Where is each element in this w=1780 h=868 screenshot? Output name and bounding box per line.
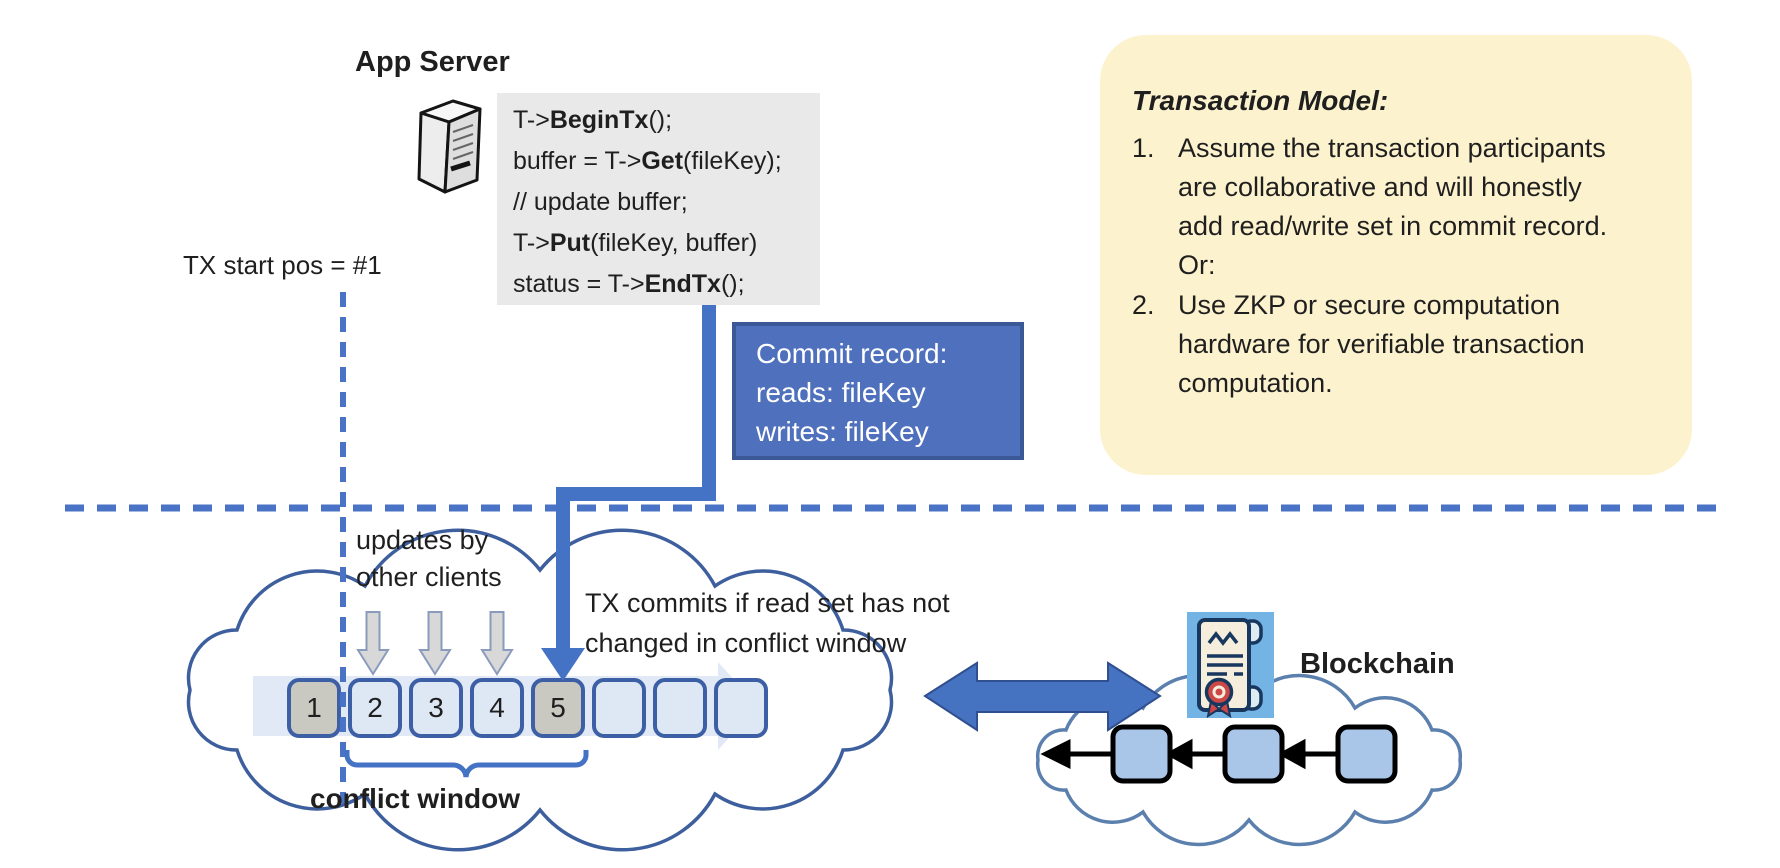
commit-flow-arrow [541, 305, 716, 681]
blockchain-label: Blockchain [1300, 648, 1455, 680]
app-server-label: App Server [355, 46, 510, 78]
commit-record-line: writes: fileKey [756, 416, 929, 447]
transaction-model-item: 1. Assume the transaction participants ar… [1132, 129, 1662, 285]
code-line: T->Put(fileKey, buffer) [513, 229, 758, 257]
timeline-slot-6 [592, 678, 646, 738]
timeline-slot-3: 3 [409, 678, 463, 738]
sync-double-arrow [923, 661, 1162, 732]
item-number: 1. [1132, 133, 1155, 163]
timeline-slot-1: 1 [287, 678, 341, 738]
code-line: status = T->EndTx(); [513, 270, 745, 298]
blockchain-blocks [1110, 724, 1398, 784]
blockchain-block [1222, 724, 1285, 784]
client-update-arrow [418, 611, 452, 676]
blockchain-link-arrows [1040, 738, 1338, 770]
timeline-slot-5: 5 [531, 678, 585, 738]
tx-start-pos-label: TX start pos = #1 [183, 250, 382, 280]
client-update-arrow [480, 611, 514, 676]
client-update-arrows [356, 611, 514, 676]
transaction-model-list: 1. Assume the transaction participants ar… [1130, 129, 1662, 403]
updates-by-other-clients-label: updates by other clients [356, 525, 502, 592]
conflict-window-brace [344, 750, 589, 778]
blockchain-block [1110, 724, 1173, 784]
code-line: // update buffer; [513, 188, 688, 216]
commit-record-line: Commit record: [756, 338, 948, 369]
certificate-icon [1187, 612, 1274, 719]
transaction-code-block: T->BeginTx(); buffer = T->Get(fileKey); //… [497, 93, 820, 305]
client-update-arrow [356, 611, 390, 676]
blockchain-block [1335, 724, 1398, 784]
transaction-model-note: Transaction Model: 1. Assume the transact… [1100, 35, 1692, 475]
transaction-model-item: 2. Use ZKP or secure computation hardware… [1132, 286, 1662, 403]
tx-commits-note: TX commits if read set has not changed i… [585, 588, 950, 658]
item-text: Assume the transaction participants are … [1178, 133, 1623, 280]
commit-record-box: Commit record: reads: fileKey writes: file… [732, 322, 1024, 460]
transaction-model-title: Transaction Model: [1132, 85, 1389, 116]
item-text: Use ZKP or secure computation hardware f… [1178, 290, 1593, 398]
server-icon [417, 99, 482, 194]
commit-record-line: reads: fileKey [756, 377, 926, 408]
timeline-slot-7 [653, 678, 707, 738]
timeline-slot-8 [714, 678, 768, 738]
item-number: 2. [1132, 290, 1155, 320]
code-line: T->BeginTx(); [513, 106, 673, 134]
timeline-slot-4: 4 [470, 678, 524, 738]
conflict-window-label: conflict window [310, 783, 520, 814]
code-line: buffer = T->Get(fileKey); [513, 147, 782, 175]
timeline-slot-2: 2 [348, 678, 402, 738]
